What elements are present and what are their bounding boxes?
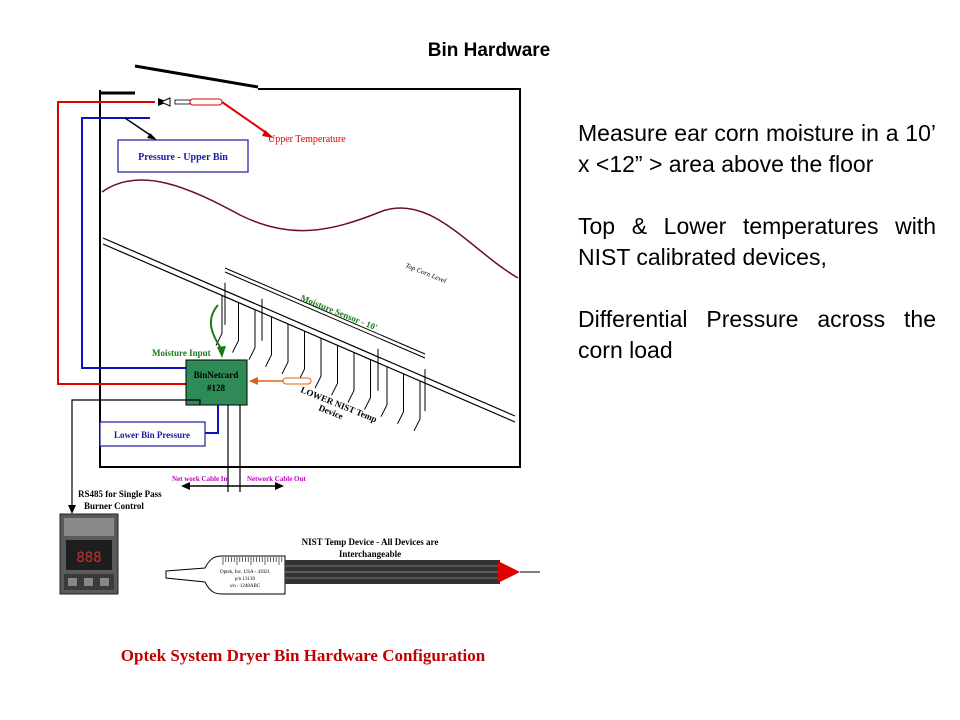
diagram-caption: Optek System Dryer Bin Hardware Configur… [121,646,486,665]
sensor-probe [215,295,223,346]
sensor-probe [331,345,338,396]
bullet-moisture: Measure ear corn moisture in a 10’ x <12… [578,120,936,177]
moisture-sensor-beam [102,237,516,423]
nist-device-label-line1: NIST Temp Device - All Devices are [302,537,439,547]
moisture-sensor-probes [215,282,426,432]
corn-level-line [101,179,519,279]
binnetcard-number: #128 [207,383,226,393]
moisture-sensor-label: Moisture Sensor - 10' [299,293,379,333]
network-cable-in-label: Net work Cable In [172,475,228,483]
sensor-probe [232,302,239,353]
lower-nist-connector [249,377,312,385]
network-cable-out-label: Network Cable Out [247,475,306,483]
lower-pressure-wire [205,405,219,434]
pressure-upper-wire [81,117,190,369]
binnetcard-board [185,359,248,406]
probe-label-line1: Optek, Inc. USA - 43021 [220,570,270,575]
sensor-probe [281,323,289,375]
slide-title: Bin Hardware [427,40,551,61]
nist-device-label-line2: Interchangeable [339,549,401,559]
bin-outline [99,64,521,468]
bullet-pressure: Differential Pressure across the corn lo… [578,306,936,363]
bullet-temperatures: Top & Lower temperatures with NIST calib… [578,213,936,270]
upper-temperature-wire [57,97,274,385]
sensor-probe [413,380,421,432]
lower-bin-pressure-label: Lower Bin Pressure [114,430,190,440]
sensor-probe [248,309,256,360]
sensor-probe [397,373,404,425]
top-corn-level-label: Top Corn Level [404,261,447,285]
probe-label-line3: s/n - 1248ABC [230,584,261,589]
sensor-probe [347,352,355,403]
rs485-label-line2: Burner Control [84,501,144,511]
moisture-input-wire [209,304,223,351]
network-cables [68,399,284,514]
sensor-probe [265,316,272,368]
burner-controller-image: 888 [59,513,119,595]
lower-bin-pressure-box [99,421,206,447]
sensor-probe [314,338,322,389]
sensor-probe [298,331,305,382]
bullet-list: Measure ear corn moisture in a 10’ x <12… [578,118,936,397]
binnetcard-name: BinNetcard [194,370,239,380]
pressure-upper-bin-label: Pressure - Upper Bin [138,152,228,163]
nist-probe-device [165,555,540,595]
rs485-label-line1: RS485 for Single Pass [78,489,162,499]
sensor-probe [380,366,388,417]
upper-temperature-label: Upper Temperature [268,134,346,145]
sensor-probe [364,359,371,410]
probe-label-line2: p/n 13130 [235,577,256,582]
pressure-upper-bin-box [117,139,249,173]
moisture-input-label: Moisture Input [152,348,211,358]
svg-text:888: 888 [76,550,101,566]
